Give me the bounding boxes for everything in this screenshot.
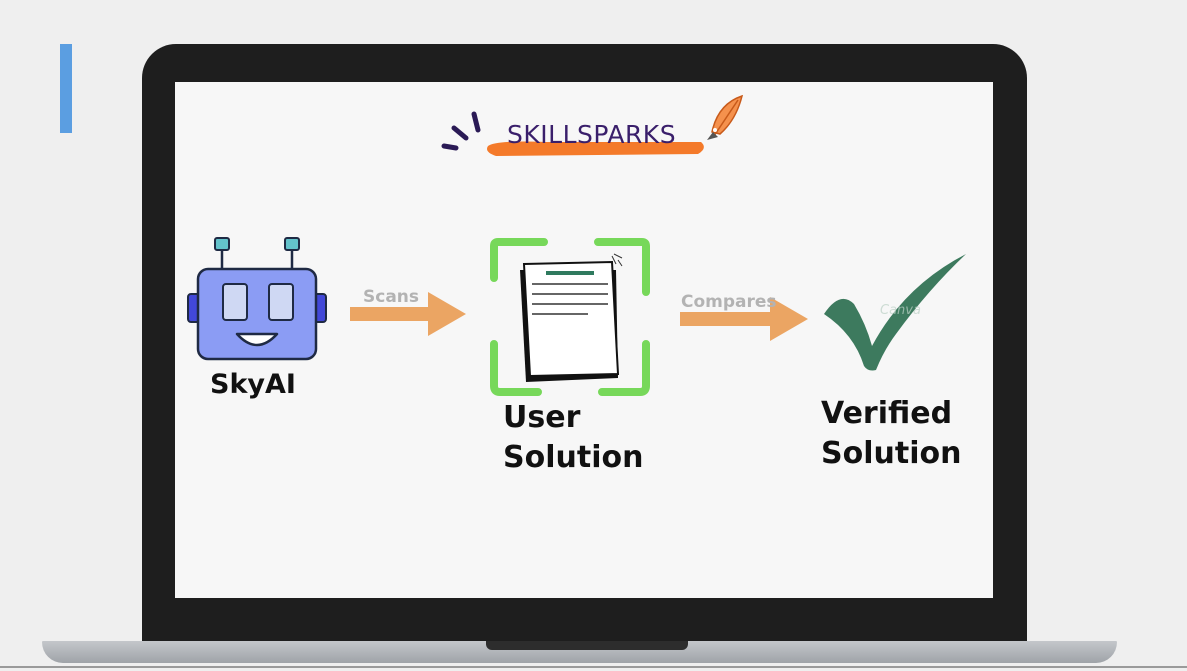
robot-icon [187, 237, 327, 361]
arrow-scans [350, 292, 466, 336]
spark-stroke-3 [471, 111, 481, 133]
laptop-notch [486, 641, 688, 650]
robot-eye-right [268, 283, 294, 321]
brand-name: SKILLSPARKS [507, 120, 677, 149]
spark-stroke-2 [451, 125, 469, 141]
accent-bar [60, 44, 72, 133]
checkmark-icon: Canva [824, 254, 966, 371]
brand-underline [487, 141, 704, 156]
baseline-divider [0, 666, 1187, 668]
brand-logo [441, 94, 744, 156]
edge-label-scans: Scans [363, 287, 420, 307]
scan-frame [490, 238, 650, 396]
document-page [520, 253, 623, 382]
robot-eye-left [222, 283, 248, 321]
robot-smile [235, 332, 279, 347]
robot-antenna-right [284, 237, 300, 251]
feather-quill-icon [707, 94, 744, 140]
laptop-base [42, 641, 1117, 663]
node-label-verified-solution-line2: Solution [821, 436, 962, 471]
node-label-user-solution-line1: User [503, 400, 581, 435]
arrow-compares [680, 297, 808, 341]
node-label-verified-solution-line1: Verified [821, 396, 953, 431]
edge-label-compares: Compares [681, 292, 777, 312]
node-label-user-solution-line2: Solution [503, 440, 644, 475]
watermark: Canva [880, 303, 921, 318]
scanned-document-icon [490, 238, 650, 396]
spark-stroke-1 [441, 143, 459, 151]
node-label-skyai: SkyAI [210, 369, 296, 400]
robot-antenna-left [214, 237, 230, 251]
